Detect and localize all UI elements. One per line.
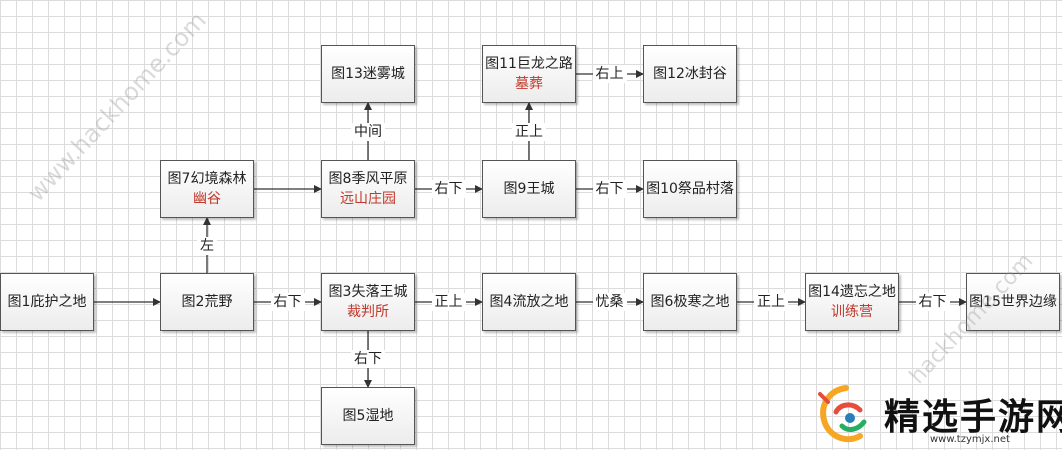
node-subtitle: 远山庄园 [340, 191, 396, 207]
node-n13: 图13迷雾城 [321, 45, 415, 103]
edge-label: 右上 [592, 65, 627, 83]
node-title: 图12冰封谷 [653, 66, 727, 82]
edge-label: 右下 [592, 180, 627, 198]
site-logo: 精选手游网 www.tzymjx.net [812, 380, 1062, 450]
node-n1: 图1庇护之地 [0, 273, 94, 331]
node-title: 图15世界边缘 [969, 294, 1057, 310]
node-n6: 图6极寒之地 [643, 273, 737, 331]
node-n14: 图14遗忘之地训练营 [805, 273, 899, 331]
node-title: 图13迷雾城 [331, 66, 405, 82]
node-title: 图5湿地 [342, 408, 394, 424]
node-n12: 图12冰封谷 [643, 45, 737, 103]
node-subtitle: 墓葬 [515, 76, 543, 92]
node-n11: 图11巨龙之路墓葬 [482, 45, 576, 103]
edge-label: 右下 [270, 293, 305, 311]
node-title: 图9王城 [503, 181, 555, 197]
node-title: 图3失落王城 [328, 284, 408, 300]
node-n15: 图15世界边缘 [966, 273, 1060, 331]
node-n7: 图7幻境森林幽谷 [160, 160, 254, 218]
edge-label: 右下 [431, 180, 466, 198]
node-title: 图7幻境森林 [167, 171, 247, 187]
node-title: 图2荒野 [181, 294, 233, 310]
edge-label: 正上 [754, 293, 788, 311]
edge-label: 右下 [351, 350, 385, 368]
edge-label: 右下 [915, 293, 950, 311]
logo-mark-icon [818, 385, 867, 443]
node-title: 图1庇护之地 [7, 294, 87, 310]
node-n5: 图5湿地 [321, 387, 415, 445]
node-title: 图6极寒之地 [650, 294, 730, 310]
node-n10: 图10祭品村落 [643, 160, 737, 218]
node-subtitle: 训练营 [831, 304, 873, 320]
node-subtitle: 幽谷 [193, 191, 221, 207]
logo-url-text: www.tzymjx.net [930, 434, 1010, 445]
node-n4: 图4流放之地 [482, 273, 576, 331]
node-n3: 图3失落王城裁判所 [321, 273, 415, 331]
edge-label: 忧桑 [592, 293, 627, 311]
node-subtitle: 裁判所 [347, 304, 389, 320]
node-title: 图8季风平原 [328, 171, 408, 187]
edge-label: 左 [197, 236, 217, 255]
edge-label: 中间 [351, 122, 385, 141]
edge-label: 正上 [431, 293, 466, 311]
logo-brand-text: 精选手游网 [884, 397, 1062, 438]
node-title: 图14遗忘之地 [808, 284, 896, 300]
node-n9: 图9王城 [482, 160, 576, 218]
node-n8: 图8季风平原远山庄园 [321, 160, 415, 218]
node-title: 图10祭品村落 [646, 181, 734, 197]
node-n2: 图2荒野 [160, 273, 254, 331]
node-title: 图4流放之地 [489, 294, 569, 310]
edge-label: 正上 [512, 122, 546, 141]
node-title: 图11巨龙之路 [485, 56, 573, 72]
